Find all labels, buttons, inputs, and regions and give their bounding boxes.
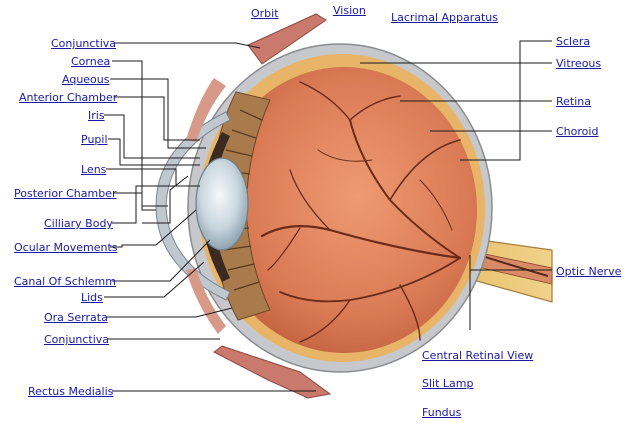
link-central-retinal-view[interactable]: Central Retinal View <box>422 349 534 362</box>
retinal-vessels <box>260 81 462 343</box>
link-cornea[interactable]: Cornea <box>71 55 111 68</box>
link-optic-nerve[interactable]: Optic Nerve <box>556 265 622 278</box>
link-ocular-movements[interactable]: Ocular Movements <box>14 241 118 254</box>
lower-lid-shape <box>186 268 226 334</box>
link-choroid[interactable]: Choroid <box>556 125 599 138</box>
link-lacrimal-apparatus[interactable]: Lacrimal Apparatus <box>391 11 499 24</box>
link-aqueous[interactable]: Aqueous <box>62 73 110 86</box>
cornea-shape <box>155 111 231 301</box>
link-anterior-chamber[interactable]: Anterior Chamber <box>19 91 118 104</box>
link-conjunctiva-top[interactable]: Conjunctiva <box>51 37 117 50</box>
link-posterior-chamber[interactable]: Posterior Chamber <box>14 187 117 200</box>
link-canal-of-schlemm[interactable]: Canal Of Schlemm <box>14 275 116 288</box>
link-fundus[interactable]: Fundus <box>422 406 462 419</box>
link-orbit[interactable]: Orbit <box>251 7 279 20</box>
link-lens[interactable]: Lens <box>81 163 107 176</box>
retina-vitreous-shape <box>211 67 477 353</box>
link-sclera[interactable]: Sclera <box>556 35 591 48</box>
link-rectus-medialis[interactable]: Rectus Medialis <box>28 385 114 398</box>
inferior-muscle <box>213 345 332 399</box>
link-vision[interactable]: Vision <box>333 4 366 17</box>
leader-lines <box>104 40 552 392</box>
superior-muscle <box>247 13 327 65</box>
link-vitreous[interactable]: Vitreous <box>556 57 602 70</box>
link-pupil[interactable]: Pupil <box>81 133 108 146</box>
link-slit-lamp[interactable]: Slit Lamp <box>422 377 474 390</box>
link-conjunctiva-bottom[interactable]: Conjunctiva <box>44 333 110 346</box>
link-lids[interactable]: Lids <box>81 291 103 304</box>
link-iris[interactable]: Iris <box>88 109 105 122</box>
upper-lid-shape <box>186 78 226 142</box>
link-ora-serrata[interactable]: Ora Serrata <box>44 311 108 324</box>
lens-shape <box>195 157 249 251</box>
link-retina[interactable]: Retina <box>556 95 591 108</box>
link-ciliary-body[interactable]: Cilliary Body <box>44 217 113 230</box>
